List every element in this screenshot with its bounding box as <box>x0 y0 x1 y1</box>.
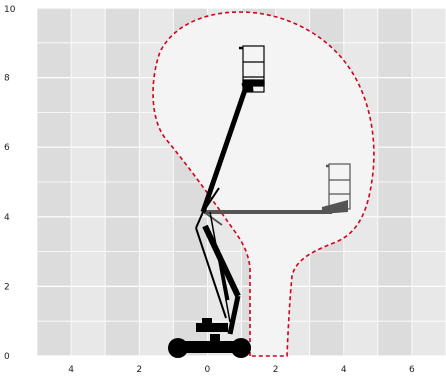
base-chassis-icon <box>168 318 251 358</box>
y-tick-label: 0 <box>4 352 10 362</box>
working-envelope <box>152 11 375 357</box>
x-tick-label: 6 <box>409 365 415 375</box>
x-tick-label: 4 <box>341 365 347 375</box>
basket-at-max-outreach <box>326 163 351 210</box>
basket-at-max-height <box>239 45 265 93</box>
y-tick-label: 2 <box>4 282 10 292</box>
x-tick-label: 4 <box>68 365 74 375</box>
boom-at-max-outreach <box>203 200 348 226</box>
y-tick-label: 4 <box>4 213 10 223</box>
y-tick-label: 6 <box>4 143 10 153</box>
y-tick-label: 8 <box>4 74 10 84</box>
x-tick-label: 0 <box>205 365 211 375</box>
axis-ticks: 4 2 0 2 4 6 0 2 4 6 8 10 <box>4 5 415 375</box>
y-tick-label: 10 <box>4 5 16 15</box>
x-tick-label: 2 <box>273 365 279 375</box>
x-tick-label: 2 <box>136 365 142 375</box>
